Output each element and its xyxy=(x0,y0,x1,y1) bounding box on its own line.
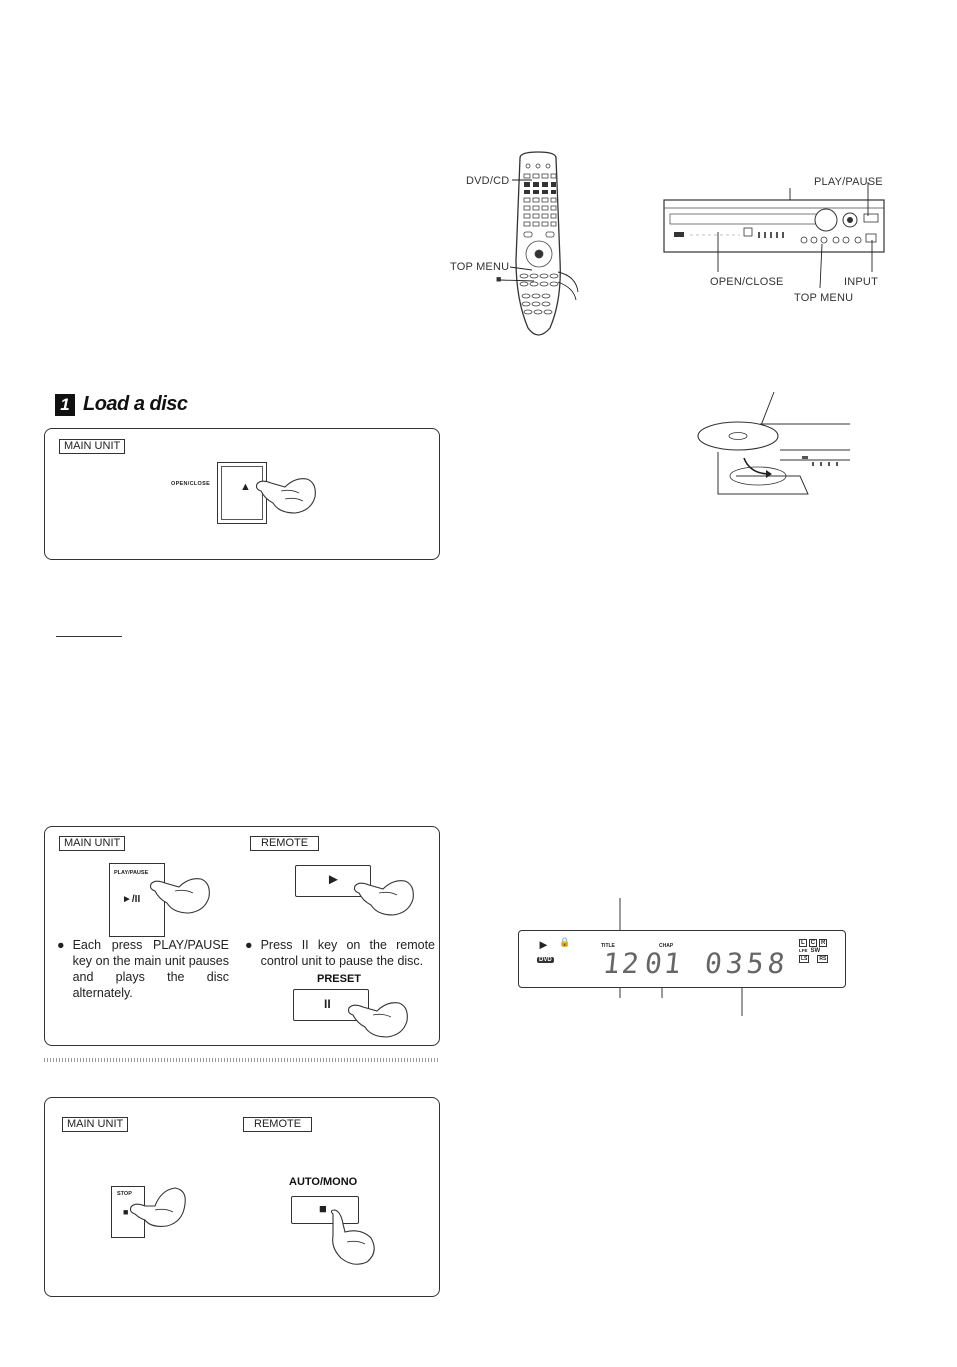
stop-box: MAIN UNIT REMOTE STOP ■ AUTO/MONO ■ xyxy=(44,1097,440,1297)
unit-label-openclose: OPEN/CLOSE xyxy=(710,276,784,288)
finger-press-icon xyxy=(255,478,316,514)
display-lock-icon: 🔒 xyxy=(559,937,571,947)
remote-figure: DVD/CD TOP MENU ■ xyxy=(450,150,600,345)
display-dvd-badge: DVD xyxy=(537,957,554,963)
preset-label: PRESET xyxy=(317,973,362,985)
disc-tray-figure xyxy=(690,390,860,510)
channel-r: R xyxy=(819,939,828,947)
play-icon: ► xyxy=(326,871,341,888)
remote-stop-key[interactable]: ■ xyxy=(291,1196,359,1224)
remote-label-stop-icon: ■ xyxy=(496,274,502,284)
display-title-digits: 12 xyxy=(601,947,643,980)
stop-icon: ■ xyxy=(123,1207,129,1217)
bullet-remote-text: Press II key on the remote control unit … xyxy=(260,938,435,968)
remote-label-topmenu: TOP MENU xyxy=(450,261,510,273)
channel-indicators: L C R LFE SW LS RS xyxy=(799,939,839,963)
finger-press-icon xyxy=(353,880,414,916)
step1-box: MAIN UNIT OPEN/CLOSE ▲ xyxy=(44,428,440,560)
finger-press-icon xyxy=(330,1209,375,1265)
main-unit-drawing xyxy=(663,182,885,289)
channel-rs: RS xyxy=(817,955,829,963)
unit-label-input: INPUT xyxy=(844,276,878,288)
front-display-figure: ► 🔒 DVD TITLE CHAP 12 01 0358 L C R LFE … xyxy=(516,898,848,1022)
playpause-key[interactable]: PLAY/PAUSE ►/II xyxy=(109,863,165,937)
eject-icon: ▲ xyxy=(240,481,251,493)
playpause-key-label: PLAY/PAUSE xyxy=(114,870,149,876)
play-remote-tag: REMOTE xyxy=(250,836,320,851)
stop-icon: ■ xyxy=(319,1201,327,1216)
display-title-label: TITLE xyxy=(601,943,615,949)
display-chap-digits: 01 xyxy=(643,947,685,980)
pause-icon: II xyxy=(324,997,331,1011)
play-pause-box: MAIN UNIT REMOTE PLAY/PAUSE ►/II ► ● Eac… xyxy=(44,826,440,1046)
display-panel: ► 🔒 DVD TITLE CHAP 12 01 0358 L C R LFE … xyxy=(518,930,846,988)
bullet-main-unit: ● Each press PLAY/PAUSE key on the main … xyxy=(57,938,229,1000)
step1-title: Load a disc xyxy=(83,393,188,415)
finger-press-icon xyxy=(129,1187,186,1227)
play-pause-icon: ►/II xyxy=(122,894,141,905)
display-play-icon: ► xyxy=(537,937,550,952)
channel-l: L xyxy=(799,939,807,947)
dotted-separator xyxy=(44,1058,438,1062)
finger-press-icon xyxy=(149,878,210,914)
unit-label-topmenu: TOP MENU xyxy=(794,292,854,304)
stop-main-unit-tag: MAIN UNIT xyxy=(62,1117,129,1132)
channel-sw: SW xyxy=(810,948,821,954)
openclose-key-label: OPEN/CLOSE xyxy=(171,481,211,487)
stop-remote-tag: REMOTE xyxy=(243,1117,313,1132)
step1-heading: 1 Load a disc xyxy=(55,393,188,416)
main-unit-figure: PLAY/PAUSE OPEN/CLOSE INPUT TOP MENU xyxy=(660,170,900,310)
auto-mono-label: AUTO/MONO xyxy=(289,1176,358,1188)
channel-lfe: LFE xyxy=(799,948,808,953)
channel-c: C xyxy=(808,939,818,947)
stop-key-label: STOP xyxy=(117,1191,132,1197)
display-chap-label: CHAP xyxy=(659,943,674,949)
disc-tray-drawing xyxy=(697,391,850,495)
bullet-main-unit-text: Each press PLAY/PAUSE key on the main un… xyxy=(72,938,229,1000)
step1-main-unit-tag: MAIN UNIT xyxy=(59,439,126,454)
step1-number-badge: 1 xyxy=(55,393,75,416)
finger-press-icon xyxy=(347,1002,408,1038)
remote-control-drawing xyxy=(499,151,579,336)
bullet-remote: ● Press II key on the remote control uni… xyxy=(245,938,435,968)
unit-label-playpause: PLAY/PAUSE xyxy=(814,176,883,188)
note-underline xyxy=(56,636,122,637)
channel-ls: LS xyxy=(799,955,810,963)
play-main-unit-tag: MAIN UNIT xyxy=(59,836,126,851)
remote-label-dvdcd: DVD/CD xyxy=(466,175,510,187)
display-time-digits: 0358 xyxy=(703,947,791,980)
